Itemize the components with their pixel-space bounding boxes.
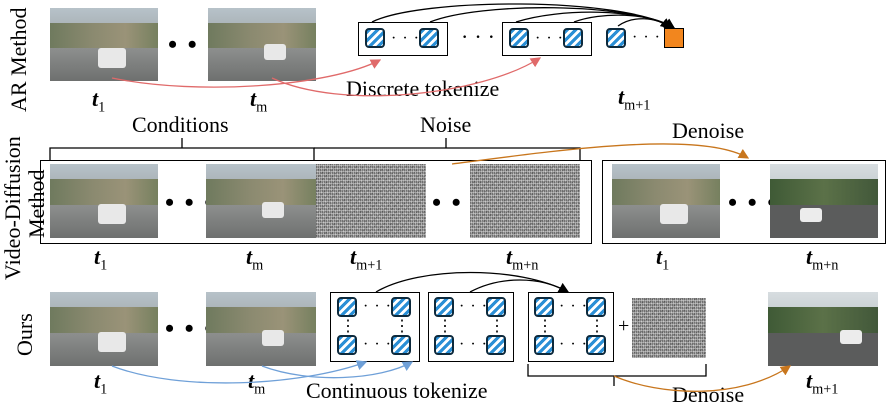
ours-denoise-bracket bbox=[527, 364, 707, 386]
vd-frame-m bbox=[206, 164, 316, 238]
ar-token-next-ellipsis: · · · bbox=[632, 29, 661, 46]
ours-frame-m bbox=[206, 292, 316, 366]
ar-frame-1 bbox=[50, 8, 158, 81]
ours-token-grid-2: · · · ⋮⋮ · · · bbox=[428, 292, 514, 362]
vd-out-time-label-1: t1 bbox=[656, 244, 670, 274]
vd-output-panel bbox=[602, 160, 886, 244]
ar-token-next bbox=[606, 28, 626, 48]
ar-frame-m bbox=[208, 8, 316, 81]
ours-time-label-1: t1 bbox=[94, 368, 108, 398]
vd-denoise-arrow bbox=[451, 143, 750, 165]
vd-cond-ellipsis: • • • bbox=[165, 188, 216, 217]
vd-time-label-1: t1 bbox=[94, 244, 108, 274]
vd-time-label-m1: tm+1 bbox=[350, 244, 383, 274]
ours-token-grid-3: · · · ⋮⋮ · · · bbox=[528, 292, 614, 362]
vd-time-label-m: tm bbox=[246, 244, 264, 274]
conditions-bracket bbox=[49, 138, 315, 160]
continuous-tokenize-label: Continuous tokenize bbox=[306, 378, 488, 403]
ar-token-group-m: · · · bbox=[502, 22, 592, 56]
noise-bracket bbox=[314, 138, 581, 160]
ours-time-label-m: tm bbox=[248, 368, 266, 398]
ours-frame-1 bbox=[50, 292, 158, 366]
ours-token-grid-1: · · · ⋮⋮ · · · bbox=[330, 292, 420, 362]
vd-out-frame-1 bbox=[612, 164, 720, 238]
ours-noise-frame bbox=[632, 298, 706, 358]
ours-tokenize-arrow-2 bbox=[261, 361, 414, 379]
conditions-label: Conditions bbox=[132, 112, 229, 137]
vd-frame-1 bbox=[50, 164, 158, 238]
vd-input-panel bbox=[40, 160, 592, 244]
ar-arrow-3 bbox=[515, 11, 676, 29]
vd-out-time-label-mn: tm+n bbox=[806, 244, 839, 274]
ar-time-label-1: t1 bbox=[92, 86, 106, 116]
ar-time-label-m1: tm+1 bbox=[618, 84, 651, 114]
discrete-tokenize-label: Discrete tokenize bbox=[346, 76, 500, 101]
noise-label: Noise bbox=[420, 112, 472, 137]
denoise-label-top: Denoise bbox=[672, 118, 745, 143]
ours-frames-ellipsis: • • • bbox=[165, 314, 216, 343]
ar-tokenize-arrow-2 bbox=[271, 57, 542, 97]
vd-out-frame-n bbox=[770, 164, 878, 238]
vd-noise-frame-n bbox=[470, 164, 580, 238]
vd-time-label-mn: tm+n bbox=[506, 244, 539, 274]
vd-noise-frame-1 bbox=[316, 164, 426, 238]
ours-denoise-arrow bbox=[613, 365, 792, 392]
ours-arrow-2 bbox=[469, 279, 570, 293]
ar-token-ellipsis: · · · bbox=[462, 29, 497, 46]
vd-out-ellipsis: • • • bbox=[728, 188, 779, 217]
plus-sign: + bbox=[618, 315, 630, 337]
ours-tokenize-arrow-1 bbox=[111, 360, 368, 384]
ar-arrow-5 bbox=[617, 18, 671, 29]
ar-arrow-2 bbox=[429, 7, 676, 29]
ours-time-label-m1: tm+1 bbox=[806, 368, 839, 398]
ar-time-label-m: tm bbox=[250, 86, 268, 116]
ar-tokenize-arrow-1 bbox=[111, 59, 382, 88]
ar-token-group-1: · · · bbox=[358, 22, 448, 56]
ours-out-frame bbox=[768, 292, 878, 366]
